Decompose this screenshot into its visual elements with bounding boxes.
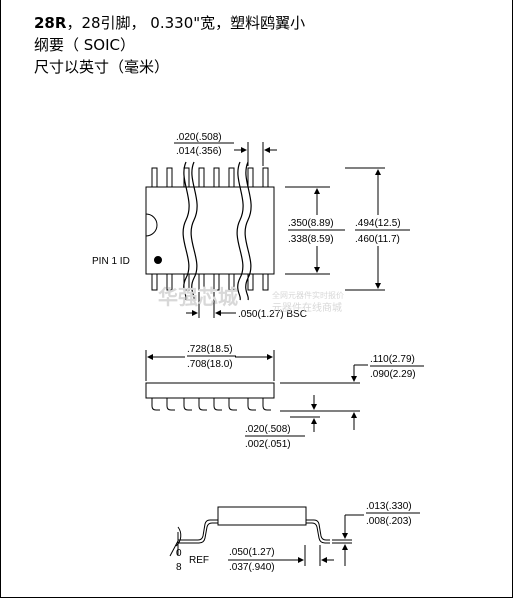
length-max-label: .728(18.5)	[187, 344, 233, 355]
standoff-max-label: .020(.508)	[245, 424, 291, 435]
overall-width-min-label: .460(11.7)	[355, 234, 400, 245]
top-pins-upper	[151, 167, 269, 188]
package-header: 28R，28引脚， 0.330"宽，塑料鸥翼小 纲要（ SOIC） 尺寸以英寸（…	[34, 12, 305, 78]
height-min-label: .090(2.29)	[370, 369, 416, 380]
end-view	[169, 506, 364, 566]
lead-thickness-min-label: .008(.203)	[366, 516, 412, 527]
watermark: 华强芯城 全网元器件实时报价 元器件在线商城	[158, 285, 344, 314]
top-view	[145, 142, 385, 318]
lead-width-min-label: .014(.356)	[176, 146, 222, 157]
watermark-line2: 元器件在线商城	[272, 301, 342, 314]
pin1-id-label: PIN 1 ID	[92, 256, 130, 267]
units-note: 尺寸以英寸（毫米）	[34, 58, 170, 76]
height-max-label: .110(2.79)	[370, 354, 415, 365]
package-title: ，28引脚， 0.330"宽，塑料鸥翼小	[66, 14, 306, 32]
foot-length-min-label: .037(.940)	[229, 562, 275, 573]
pitch-label: .050(1.27) BSC	[238, 309, 307, 320]
side-leads	[151, 398, 271, 411]
watermark-line1: 全网元器件实时报价	[272, 290, 344, 300]
body-width-min-label: .338(8.59)	[288, 234, 334, 245]
ref-label: REF	[189, 555, 209, 566]
package-subtitle: 纲要（ SOIC）	[34, 36, 135, 54]
length-min-label: .708(18.0)	[187, 359, 233, 370]
side-view	[145, 350, 368, 432]
body-width-max-label: .350(8.89)	[288, 218, 334, 229]
standoff-min-label: .002(.051)	[245, 439, 291, 450]
watermark-brand: 华强芯城	[158, 285, 238, 309]
angle-max-label: 8	[176, 562, 182, 573]
angle-min-label: 0	[176, 548, 182, 559]
lead-thickness-max-label: .013(.330)	[366, 501, 412, 512]
foot-length-max-label: .050(1.27)	[229, 547, 275, 558]
overall-width-max-label: .494(12.5)	[355, 218, 401, 229]
package-code: 28R	[34, 14, 67, 32]
lead-width-max-label: .020(.508)	[176, 132, 222, 143]
